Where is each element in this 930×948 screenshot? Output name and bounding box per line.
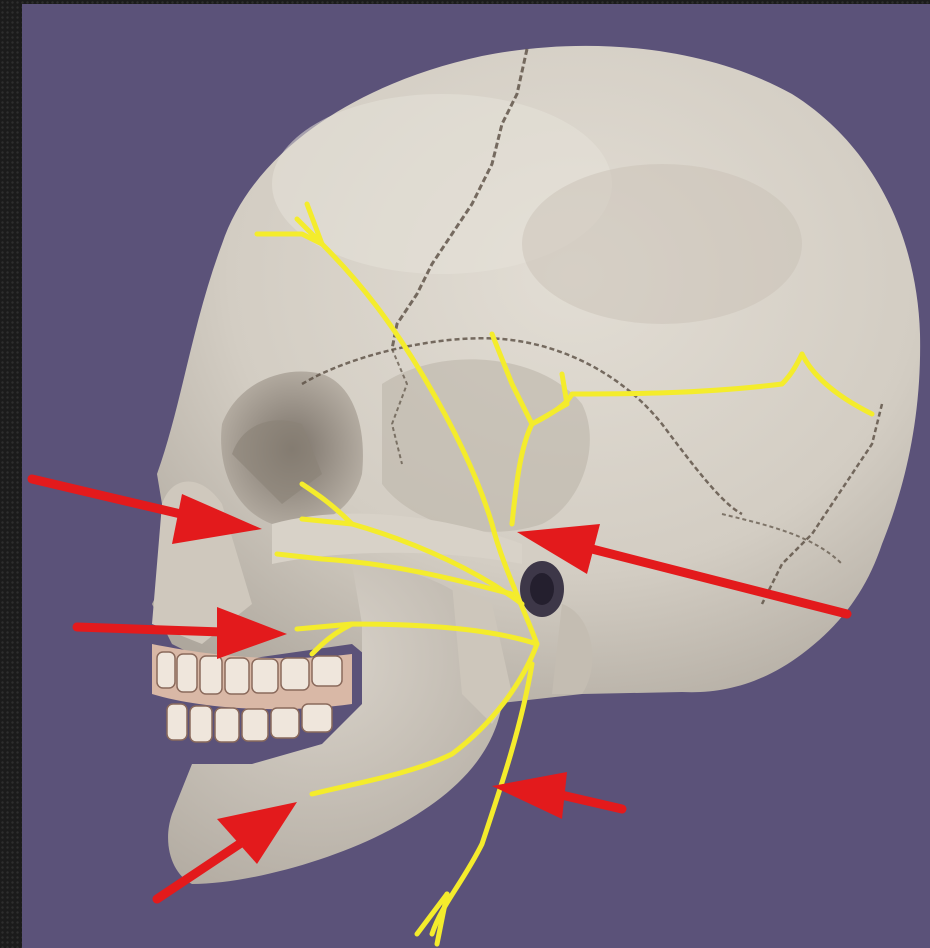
teeth (152, 644, 352, 742)
frame-left-border (0, 0, 22, 948)
skull-illustration (22, 4, 930, 948)
skull-photo (22, 4, 930, 948)
